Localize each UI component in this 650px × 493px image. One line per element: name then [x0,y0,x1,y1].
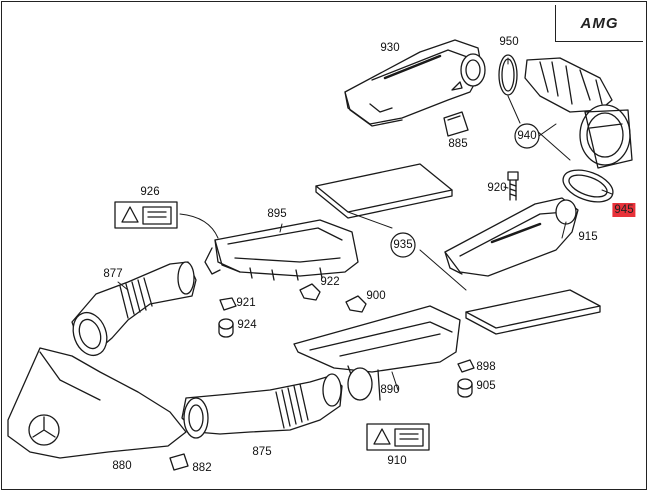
label-945[interactable]: 945 [612,203,636,217]
part-898-clip[interactable] [457,359,475,373]
label-898[interactable]: 898 [476,361,496,373]
callout-940 [514,123,540,149]
part-885-block[interactable] [443,111,469,137]
callout-935 [390,232,416,258]
part-877-air-duct[interactable] [67,261,197,360]
label-882[interactable]: 882 [192,462,212,474]
label-924[interactable]: 924 [237,319,257,331]
part-940-intake-boot[interactable] [524,57,633,169]
label-880[interactable]: 880 [112,460,132,472]
part-880-duct-panel[interactable] [7,347,187,459]
part-926-warning-label[interactable] [114,201,178,229]
label-895[interactable]: 895 [267,208,287,220]
part-921-clip[interactable] [219,297,237,311]
part-905-grommet[interactable] [457,378,473,398]
part-882-clip[interactable] [169,453,189,471]
brand-logo: AMG [580,14,619,32]
brand-logo-box: AMG [555,5,643,42]
part-915-filter-housing[interactable] [444,197,579,277]
part-875-air-duct[interactable] [181,373,343,439]
label-910[interactable]: 910 [387,455,407,467]
part-945-seal[interactable] [559,164,617,208]
label-922[interactable]: 922 [320,276,340,288]
label-885[interactable]: 885 [448,138,468,150]
label-890[interactable]: 890 [380,384,400,396]
label-921[interactable]: 921 [236,297,256,309]
part-924-grommet[interactable] [218,318,234,338]
label-877[interactable]: 877 [103,268,123,280]
part-890-filter-housing[interactable] [293,305,461,401]
label-875[interactable]: 875 [252,446,272,458]
part-930-filter-housing-top[interactable] [344,39,486,127]
label-935[interactable]: 935 [393,239,413,251]
part-895-filter-housing[interactable] [204,219,359,281]
label-900[interactable]: 900 [366,290,386,302]
part-935-filter-element-lower[interactable] [465,289,601,335]
part-922-bracket[interactable] [299,283,321,301]
label-905[interactable]: 905 [476,380,496,392]
label-920[interactable]: 920 [487,182,507,194]
part-935-filter-element-upper[interactable] [315,163,453,219]
label-915[interactable]: 915 [578,231,598,243]
part-920-bolt[interactable] [507,171,519,201]
label-926[interactable]: 926 [140,186,160,198]
leader-lines [117,57,613,391]
part-900-bracket[interactable] [345,295,367,313]
part-910-warning-label[interactable] [366,423,430,451]
label-930[interactable]: 930 [380,42,400,54]
label-940[interactable]: 940 [517,130,537,142]
label-950[interactable]: 950 [499,36,519,48]
